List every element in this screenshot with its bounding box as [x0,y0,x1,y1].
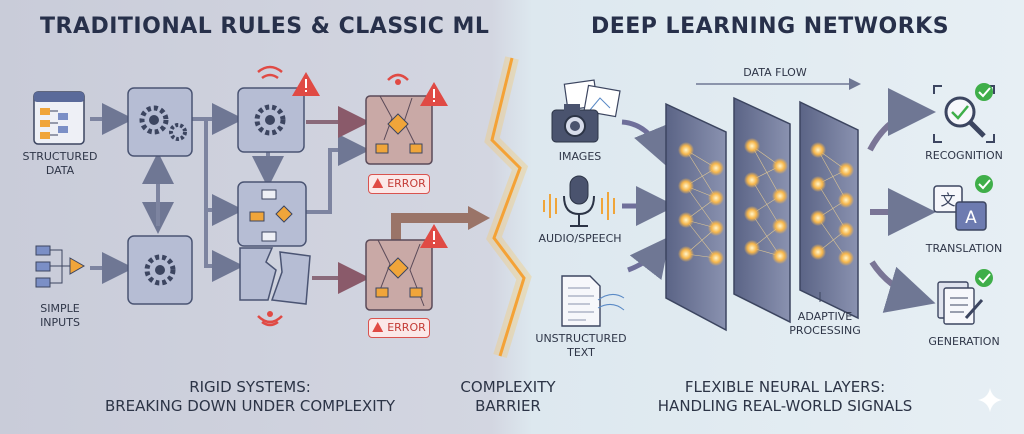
error-box-bottom [365,239,433,311]
gear-box-alert [237,65,305,153]
check-circle-icon [975,175,993,193]
right-input-arrows [621,119,676,280]
adaptive-label: ADAPTIVE PROCESSING [789,310,861,337]
error-badge-top: ERROR [368,174,430,194]
microphone-icon [543,175,615,227]
sparkle-icon [978,388,1002,412]
overflow-arrow [391,213,470,240]
images-label: IMAGES [558,150,602,163]
complexity-barrier [490,57,526,357]
recognition-label: RECOGNITION [925,149,1003,162]
images-icon [551,79,621,143]
document-text-icon [561,275,625,327]
simple-inputs-label: SIMPLE INPUTS [40,302,80,329]
svg-text:文: 文 [940,191,955,209]
generation-label: GENERATION [928,335,1000,348]
right-caption: FLEXIBLE NEURAL LAYERS: HANDLING REAL-WO… [657,378,913,415]
gear-box-top [127,87,193,157]
error-label: ERROR [387,177,426,190]
audio-label: AUDIO/SPEECH [538,232,622,245]
warning-icon [420,224,448,248]
left-caption: RIGID SYSTEMS: BREAKING DOWN UNDER COMPL… [104,378,396,415]
left-flow-arrows [90,103,370,294]
warning-icon [292,72,320,96]
error-label: ERROR [387,321,426,334]
warning-icon [420,82,448,106]
translation-label: TRANSLATION [925,242,1003,255]
structured-data-label: STRUCTURED DATA [22,150,98,177]
warning-icon [372,322,384,332]
check-circle-icon [975,83,993,101]
svg-text:A: A [965,208,977,228]
error-box-top [365,73,433,165]
right-title: DEEP LEARNING NETWORKS [590,14,950,39]
data-flow-label: DATA FLOW [743,66,807,79]
warning-icon [372,178,384,188]
left-title: TRADITIONAL RULES & CLASSIC ML [40,14,490,39]
translation-icon: 文 A [933,185,987,231]
complexity-barrier-glow [484,56,532,359]
barrier-caption: COMPLEXITY BARRIER [460,378,556,415]
flowchart-box [237,181,307,247]
error-badge-bottom: ERROR [368,318,430,338]
neural-layers [665,96,859,332]
broken-box [239,247,311,327]
generation-document-icon [937,281,984,325]
check-circle-icon [975,269,993,287]
right-output-arrows [867,88,936,313]
structured-data-icon [33,91,85,145]
text-label: UNSTRUCTURED TEXT [535,332,627,359]
recognition-search-icon [933,85,995,143]
simple-inputs-icon [35,245,86,288]
gear-box-bottom [127,235,193,305]
